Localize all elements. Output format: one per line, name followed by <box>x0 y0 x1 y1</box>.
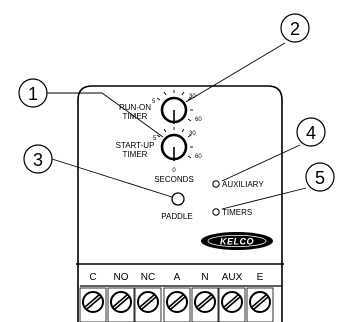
callout-4-number: 4 <box>306 123 316 143</box>
terminal-label-no: NO <box>114 272 129 283</box>
timers-label: TIMERS <box>222 208 252 217</box>
terminal-screw[interactable] <box>107 287 135 322</box>
auxiliary-label: AUXILIARY <box>222 180 264 189</box>
seconds-label: SECONDS <box>154 175 194 184</box>
terminal-screw[interactable] <box>79 287 107 322</box>
start-up-scale-max: 60 <box>195 154 202 160</box>
callout-5: 5 <box>305 162 335 192</box>
callout-1-number: 1 <box>28 84 38 104</box>
terminal-label-nc: NC <box>141 272 155 283</box>
paddle-switch[interactable] <box>171 192 185 206</box>
brand-logo-text: KELCO <box>220 237 254 247</box>
terminal-screw[interactable] <box>163 287 191 322</box>
callout-leaders <box>47 42 307 210</box>
terminal-screw[interactable] <box>191 287 219 322</box>
auxiliary-indicator <box>212 180 220 188</box>
terminal-label-c: C <box>89 272 96 283</box>
paddle-label: PADDLE <box>161 212 192 221</box>
module-housing <box>77 85 283 322</box>
callout-2: 2 <box>280 13 310 43</box>
terminal-labels: C NO NC A N AUX E <box>89 272 263 283</box>
run-on-timer-knob[interactable] <box>156 90 193 124</box>
brand-logo: KELCO <box>201 232 273 250</box>
callout-4: 4 <box>296 117 326 147</box>
start-up-timer-knob[interactable] <box>156 127 193 161</box>
terminal-screw[interactable] <box>246 287 274 322</box>
run-on-scale-mid: 30 <box>189 94 196 100</box>
terminal-screws <box>79 287 274 322</box>
callout-3-number: 3 <box>33 150 43 170</box>
terminal-label-a: A <box>174 272 181 283</box>
terminal-label-e: E <box>257 272 264 283</box>
run-on-scale-min: 5 <box>152 99 156 105</box>
terminal-screw[interactable] <box>134 287 162 322</box>
start-up-label-line1: START-UP <box>116 141 155 150</box>
callout-2-number: 2 <box>290 19 300 39</box>
run-on-label-line1: RUN-ON <box>119 103 151 112</box>
callout-3: 3 <box>23 144 53 174</box>
start-up-scale-zero: 0 <box>172 168 176 174</box>
timers-indicator <box>212 208 220 216</box>
callout-5-number: 5 <box>315 168 325 188</box>
terminal-label-n: N <box>201 272 208 283</box>
terminal-screw[interactable] <box>218 287 246 322</box>
start-up-scale-mid: 30 <box>189 131 196 137</box>
start-up-label-line2: TIMER <box>123 150 148 159</box>
callout-1: 1 <box>18 78 48 108</box>
run-on-scale-max: 60 <box>195 117 202 123</box>
terminal-label-aux: AUX <box>222 272 243 283</box>
start-up-scale-min: 5 <box>153 136 157 142</box>
